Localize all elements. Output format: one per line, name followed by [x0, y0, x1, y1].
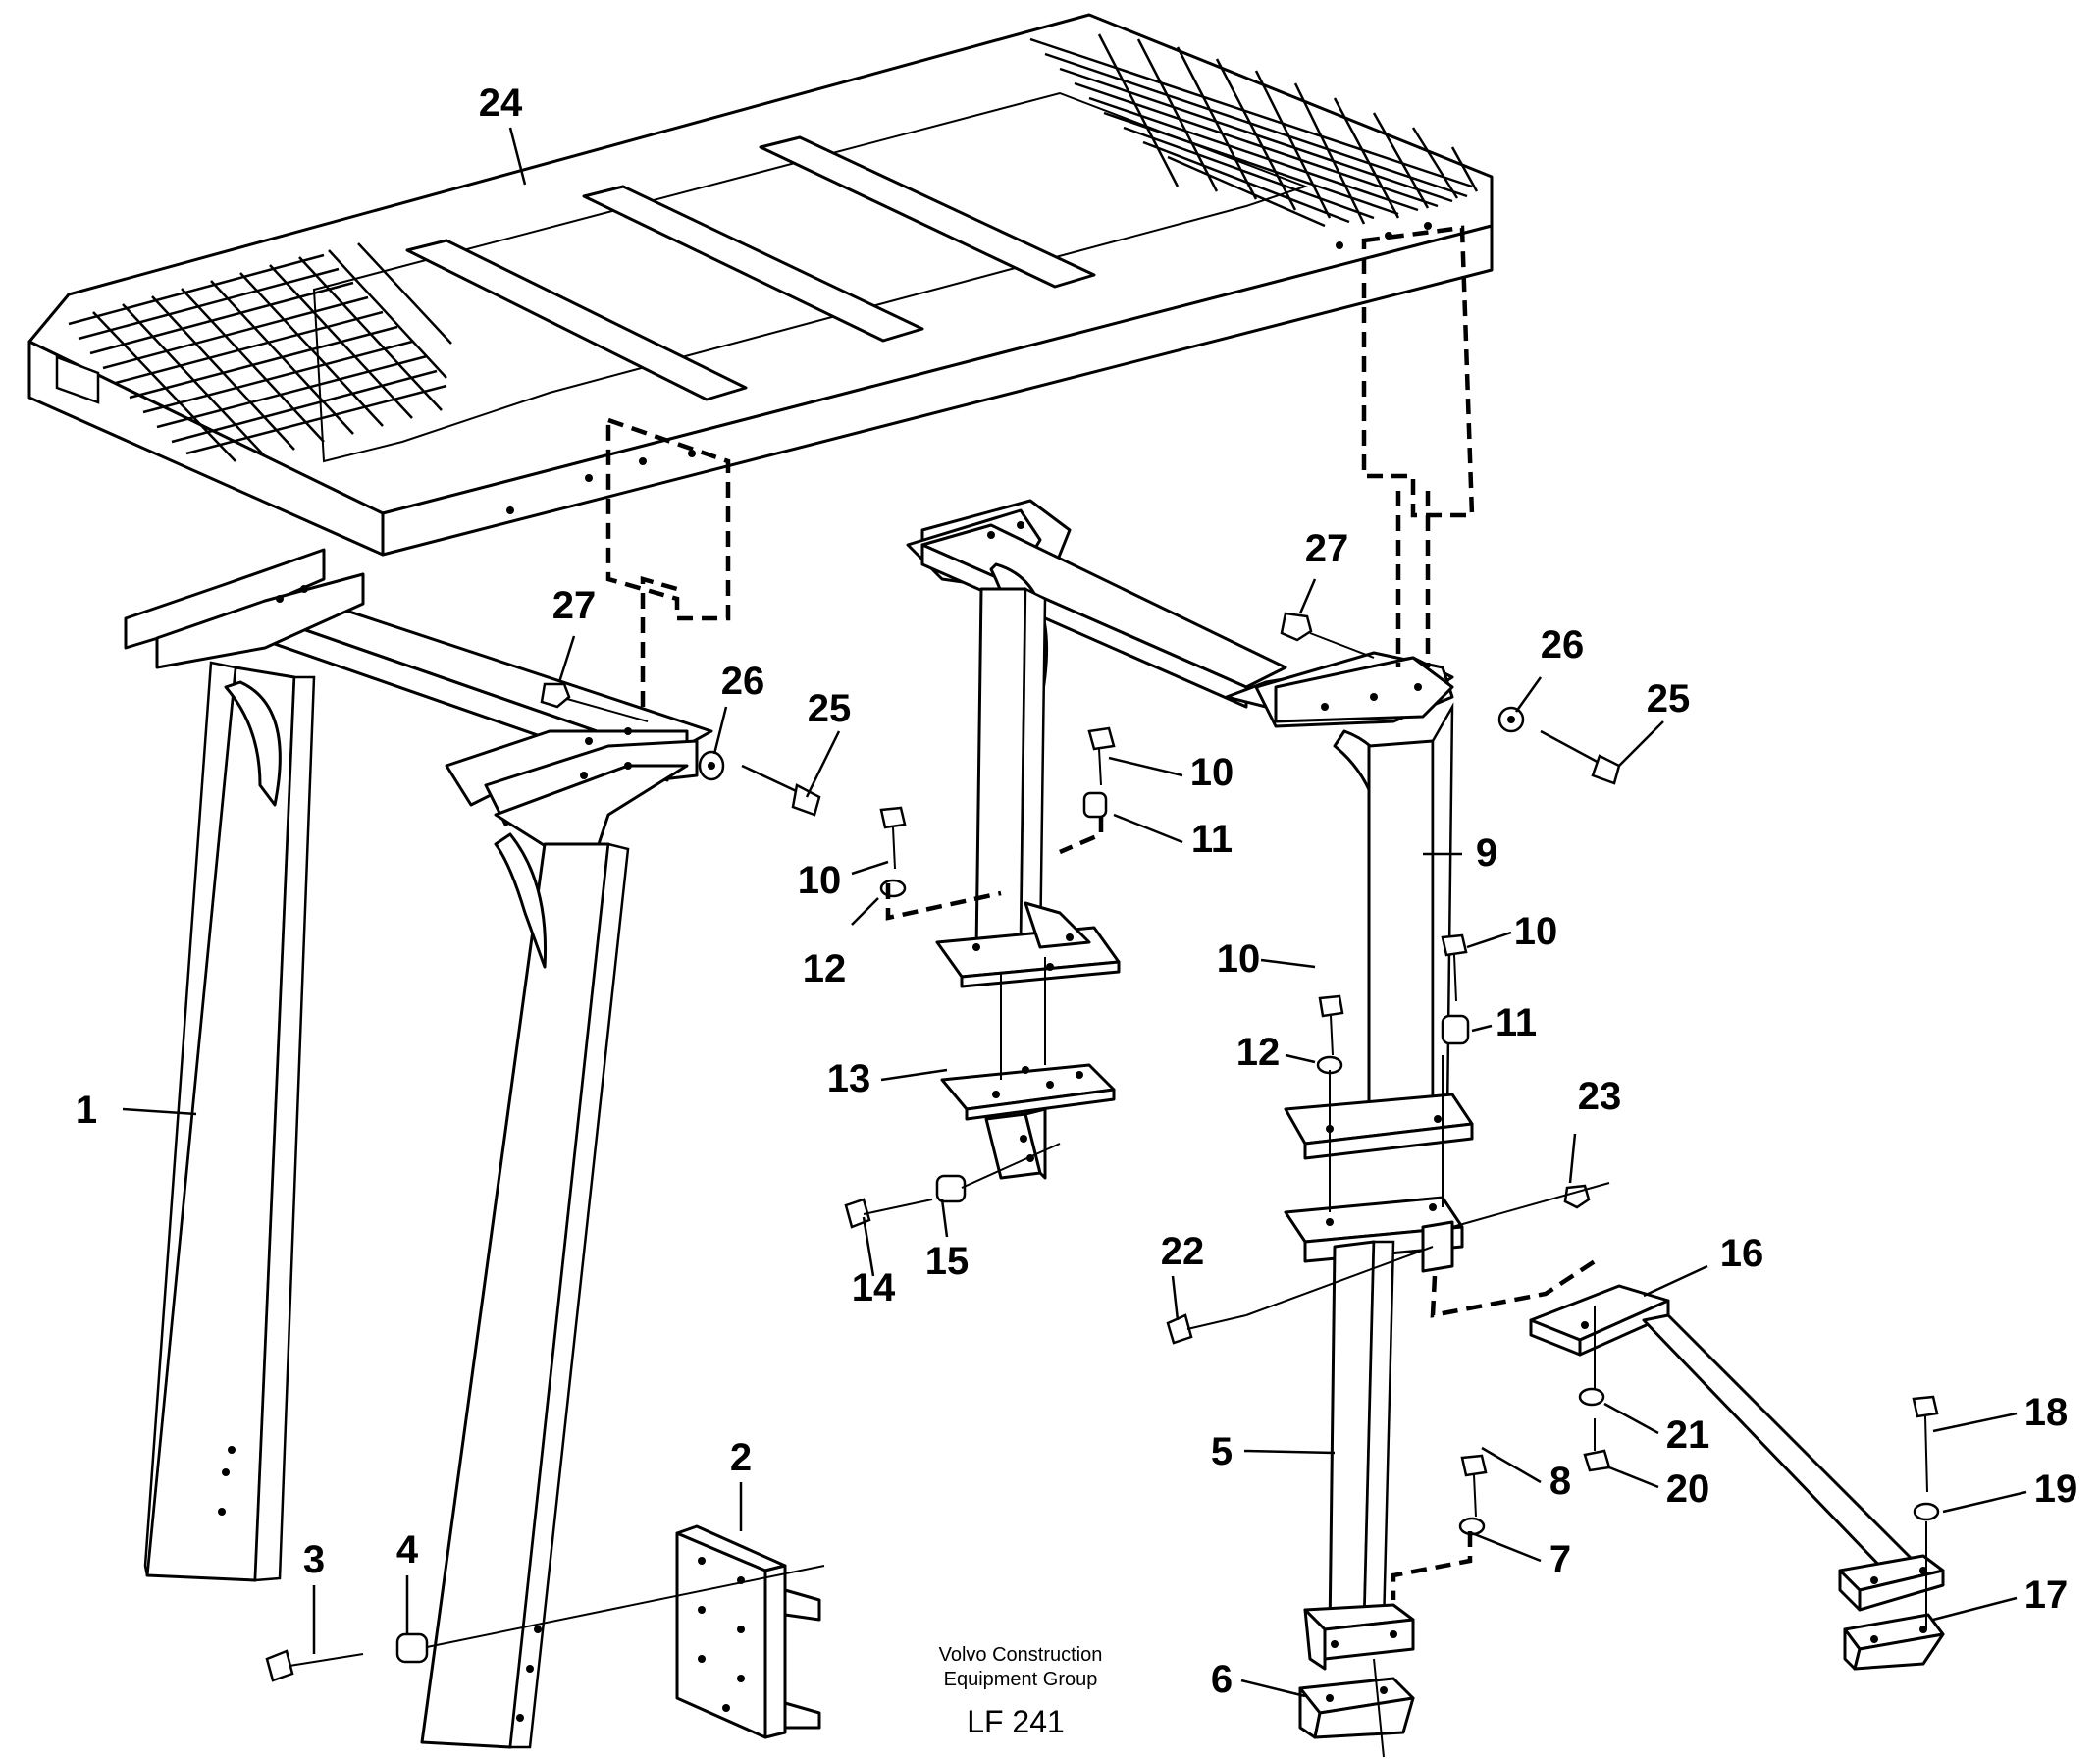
callout-10-c: 10: [1217, 937, 1261, 981]
spacer-11-a: [1082, 791, 1108, 819]
callout-13: 13: [827, 1057, 871, 1100]
nut-27-left: [540, 682, 571, 709]
bolt-10-a: [1087, 726, 1116, 751]
drawing-code: LF 241: [967, 1704, 1065, 1739]
callout-7: 7: [1549, 1538, 1571, 1581]
fasteners: [265, 612, 1940, 1682]
callout-3: 3: [303, 1538, 325, 1581]
spacer-11-b: [1441, 1014, 1470, 1045]
callout-4: 4: [396, 1528, 419, 1572]
callout-18: 18: [2024, 1391, 2069, 1434]
callout-10-b: 10: [798, 859, 842, 902]
callout-15: 15: [925, 1240, 970, 1283]
callout-12-a: 12: [803, 947, 847, 990]
callout-27-a: 27: [552, 584, 597, 627]
company-name-line-2: Equipment Group: [944, 1669, 1098, 1690]
callout-6: 6: [1211, 1658, 1233, 1701]
callout-24: 24: [479, 81, 523, 125]
callout-11-b: 11: [1496, 1001, 1537, 1044]
left-grating-mesh: [68, 242, 452, 462]
spacer-4: [395, 1632, 429, 1664]
callout-8: 8: [1549, 1460, 1571, 1503]
strut-foot-pad: [1843, 1613, 1945, 1671]
dashed-hidden-lines: [605, 225, 1597, 1600]
callout-12-b: 12: [1236, 1031, 1281, 1074]
callout-10-a: 10: [1190, 751, 1234, 794]
bolt-10-c: [1318, 994, 1344, 1018]
drawing-credit: Volvo Construction Equipment Group LF 24…: [939, 1644, 1103, 1739]
middle-left-post: [906, 499, 1287, 988]
callout-16: 16: [1720, 1232, 1764, 1275]
bolt-22: [1166, 1313, 1193, 1345]
leader-lines: [122, 127, 2027, 1698]
callout-14: 14: [852, 1266, 896, 1309]
callout-23: 23: [1578, 1075, 1622, 1118]
foot-pad: [1298, 1677, 1415, 1739]
callout-26-a: 26: [721, 660, 765, 703]
callout-2: 2: [730, 1436, 752, 1479]
right-post: [1225, 651, 1474, 1160]
mounting-plate: [675, 1524, 821, 1739]
callout-10-d: 10: [1514, 910, 1558, 953]
bolt-3: [265, 1649, 294, 1682]
right-grating-mesh: [1029, 33, 1479, 228]
nut-27-right: [1280, 612, 1313, 642]
callout-21: 21: [1666, 1413, 1710, 1457]
bolt-10-b: [879, 806, 907, 829]
bolt-25-left: [741, 764, 821, 817]
callout-27-b: 27: [1305, 527, 1349, 570]
left-support-frame: [124, 548, 713, 1749]
callout-17: 17: [2024, 1573, 2069, 1617]
bolt-8: [1460, 1454, 1488, 1477]
middle-left-base-mount: [940, 1063, 1116, 1180]
callout-labels: 1 2 3 4 5 6 7 8 9 10 10 10 10 11 11 12 1…: [76, 81, 2077, 1701]
callout-1: 1: [76, 1089, 97, 1132]
callout-11-a: 11: [1191, 818, 1233, 861]
assembly-guide-lines: [426, 632, 1927, 1758]
callout-26-b: 26: [1541, 623, 1585, 666]
bolt-10-d: [1441, 933, 1468, 957]
bolt-25-right: [1540, 729, 1621, 785]
bolt-18: [1912, 1395, 1939, 1418]
washer-21: [1578, 1387, 1605, 1407]
spacer-15: [935, 1174, 967, 1203]
bolt-20: [1583, 1449, 1611, 1472]
callout-20: 20: [1666, 1467, 1710, 1511]
washer-19: [1913, 1502, 1940, 1521]
brace-strut: [1529, 1284, 1945, 1612]
callout-25-b: 25: [1647, 677, 1691, 720]
callout-25-a: 25: [808, 687, 852, 730]
callout-9: 9: [1476, 831, 1497, 875]
company-name-line-1: Volvo Construction: [939, 1644, 1103, 1666]
platform-grating: [27, 13, 1494, 557]
callout-19: 19: [2034, 1467, 2078, 1511]
callout-5: 5: [1211, 1430, 1233, 1473]
washer-12-a: [879, 879, 907, 898]
callout-22: 22: [1161, 1230, 1205, 1273]
